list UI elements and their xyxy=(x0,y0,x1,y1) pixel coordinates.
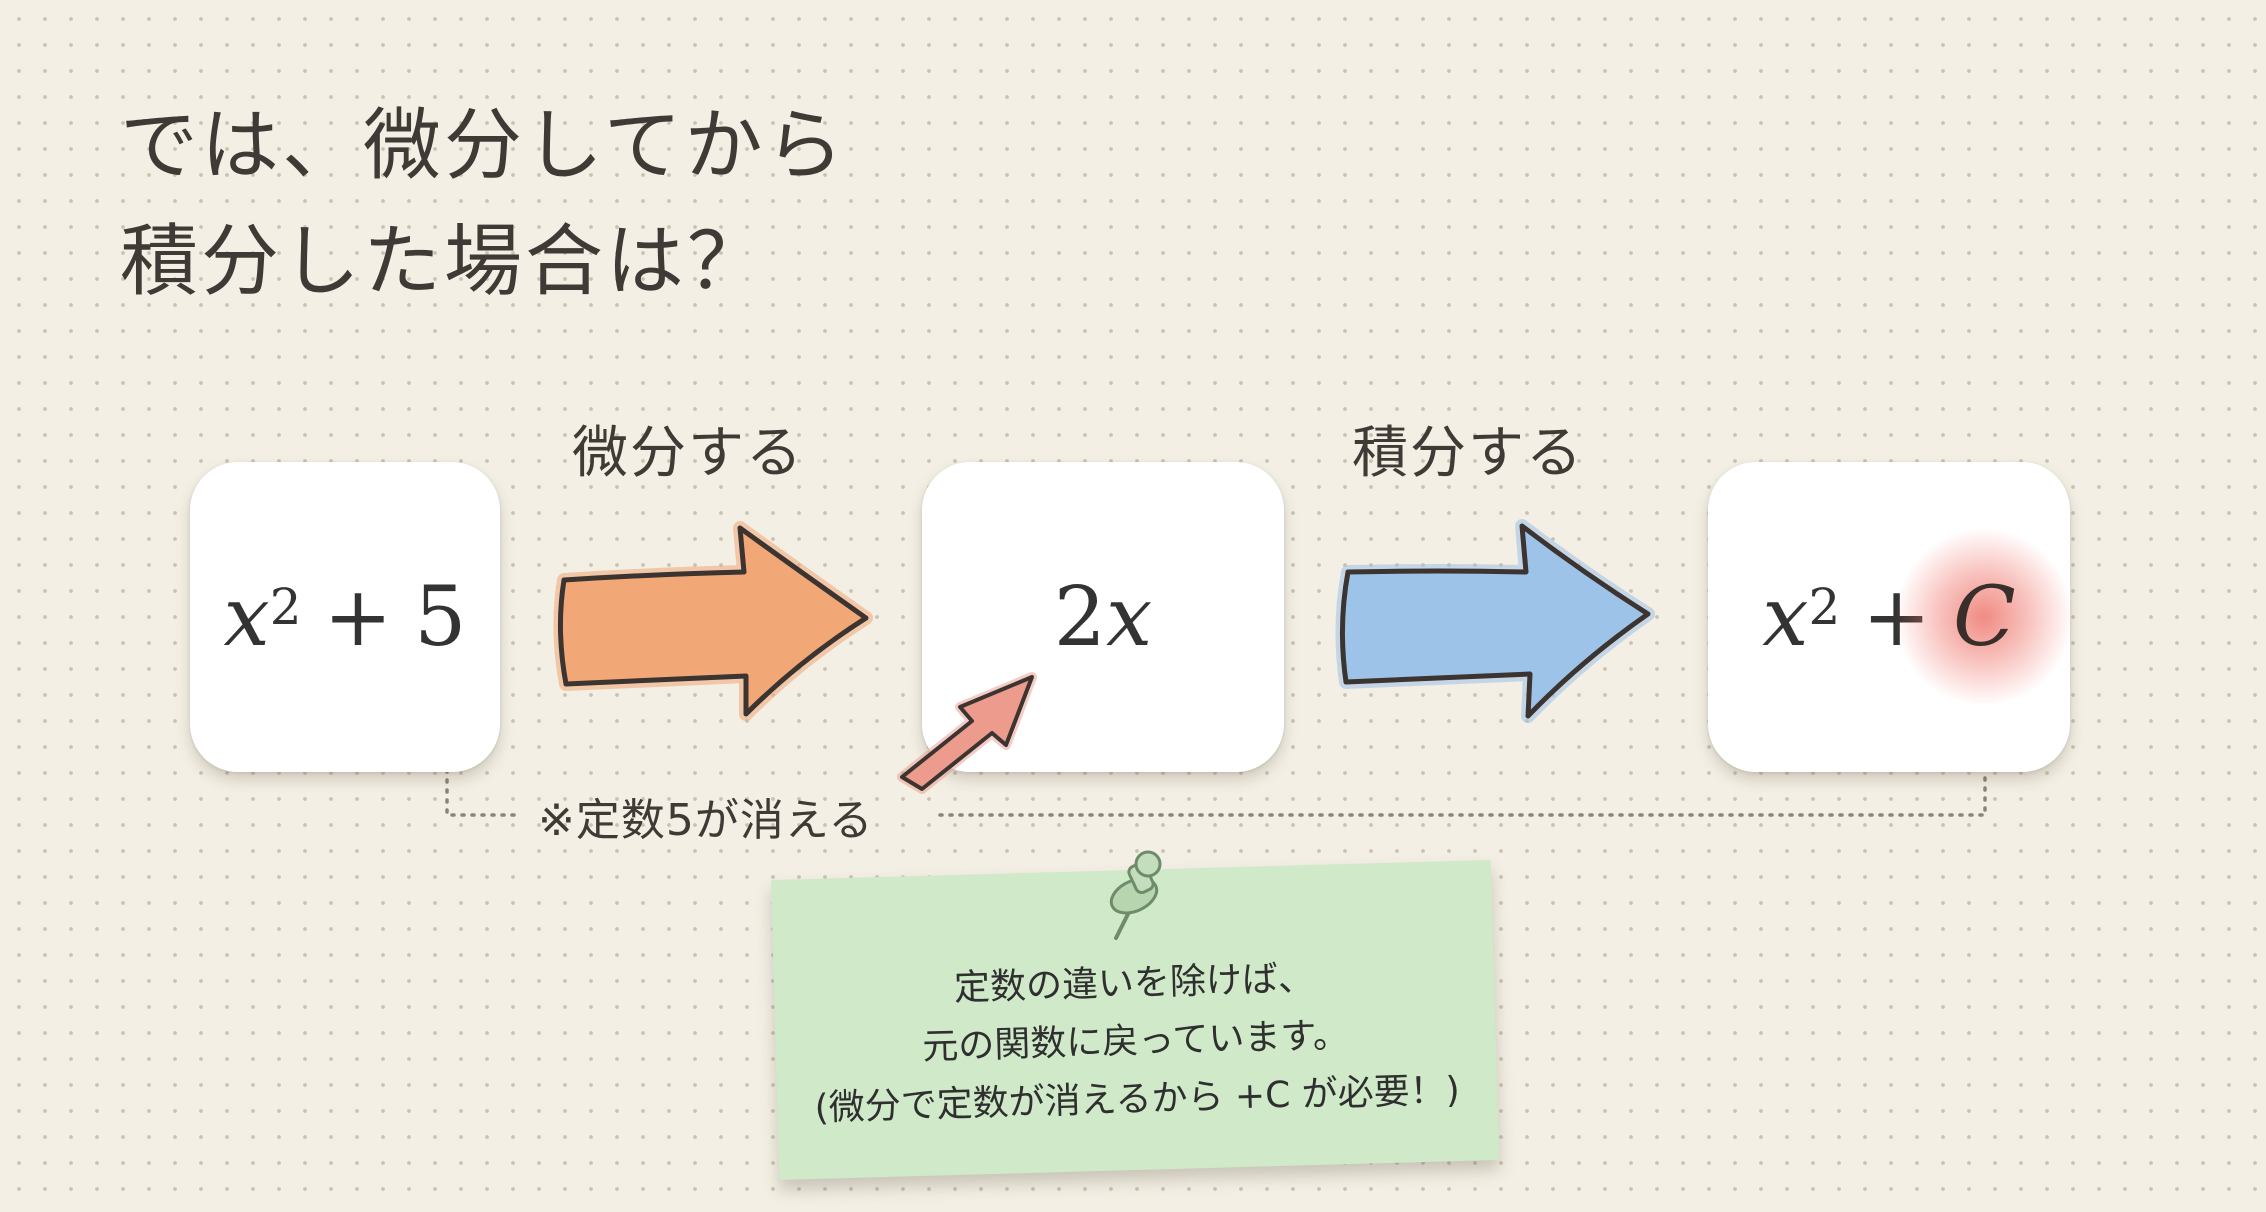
pushpin-icon xyxy=(1109,850,1162,940)
integrate-arrow xyxy=(1335,519,1655,723)
constant-highlight-glow xyxy=(1894,527,2075,707)
integrate-label: 積分する xyxy=(1352,421,1584,486)
page-title: では、微分してから 積分した場合は？ xyxy=(120,88,847,320)
constant-vanishes-annotation: ※定数5が消える xyxy=(538,795,874,846)
differentiate-label: 微分する xyxy=(572,421,804,486)
antiderivative-expr: x2+C xyxy=(1708,462,2075,772)
title-line-1: では、微分してから xyxy=(120,101,847,191)
title-line-2: 積分した場合は？ xyxy=(120,217,769,307)
pointer-arrow xyxy=(897,672,1037,794)
integration-constant: C xyxy=(1894,527,2075,707)
note-body: 定数の違いを除けば、 元の関数に戻っています。 (微分で定数が消えるから +C … xyxy=(773,945,1498,1139)
card-antiderivative: x2+C xyxy=(1708,462,2075,772)
differentiate-arrow xyxy=(553,521,873,721)
